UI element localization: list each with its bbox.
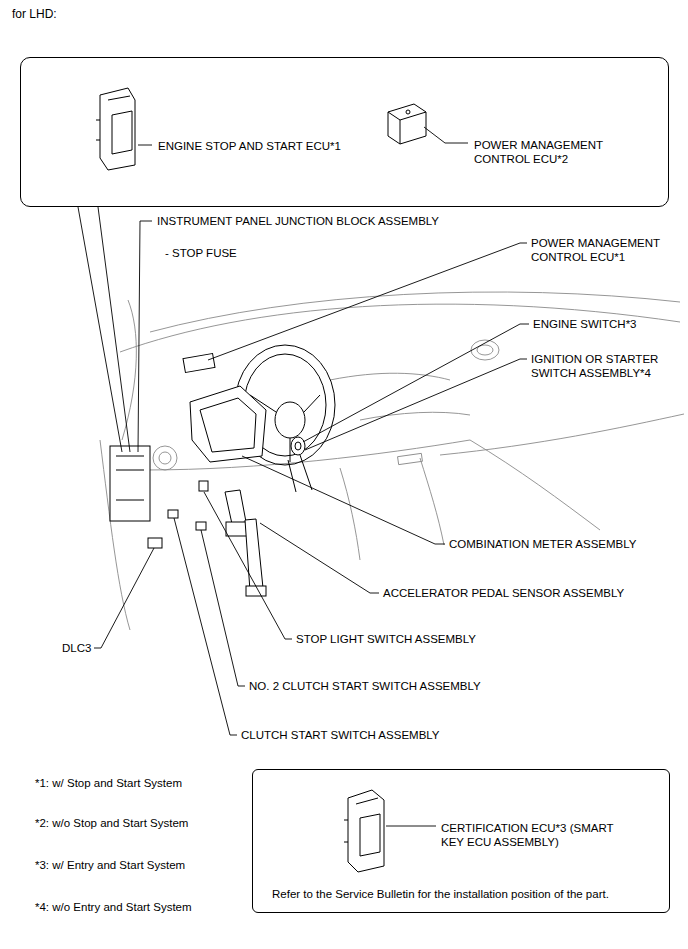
- part-label: Refer to the Service Bulletin for the in…: [272, 887, 662, 901]
- part-label: ACCELERATOR PEDAL SENSOR ASSEMBLY: [383, 586, 624, 600]
- part-label: ENGINE SWITCH*3: [533, 317, 637, 331]
- page-title: for LHD:: [12, 7, 57, 21]
- part-label: STOP LIGHT SWITCH ASSEMBLY: [296, 632, 476, 646]
- footnote: *4: w/o Entry and Start System: [35, 900, 192, 914]
- part-label: NO. 2 CLUTCH START SWITCH ASSEMBLY: [249, 679, 481, 693]
- footnote: *2: w/o Stop and Start System: [35, 816, 188, 830]
- part-label: IGNITION OR STARTER SWITCH ASSEMBLY*4: [531, 352, 681, 380]
- part-label: INSTRUMENT PANEL JUNCTION BLOCK ASSEMBLY: [157, 214, 439, 228]
- footnote: *3: w/ Entry and Start System: [35, 858, 185, 872]
- callout-panel: CERTIFICATION ECU*3 (SMART KEY ECU ASSEM…: [252, 769, 670, 913]
- callout-panel: ENGINE STOP AND START ECU*1 POWER MANAGEM…: [20, 57, 669, 207]
- part-label: DLC3: [62, 641, 91, 655]
- part-label: CERTIFICATION ECU*3 (SMART KEY ECU ASSEM…: [441, 821, 631, 849]
- part-label: POWER MANAGEMENT CONTROL ECU*1: [531, 236, 681, 264]
- part-label: POWER MANAGEMENT CONTROL ECU*2: [474, 138, 624, 166]
- part-label: ENGINE STOP AND START ECU*1: [158, 139, 378, 153]
- part-label: - STOP FUSE: [165, 246, 237, 260]
- part-label: CLUTCH START SWITCH ASSEMBLY: [241, 728, 440, 742]
- part-label: COMBINATION METER ASSEMBLY: [449, 537, 636, 551]
- footnote: *1: w/ Stop and Start System: [35, 776, 182, 790]
